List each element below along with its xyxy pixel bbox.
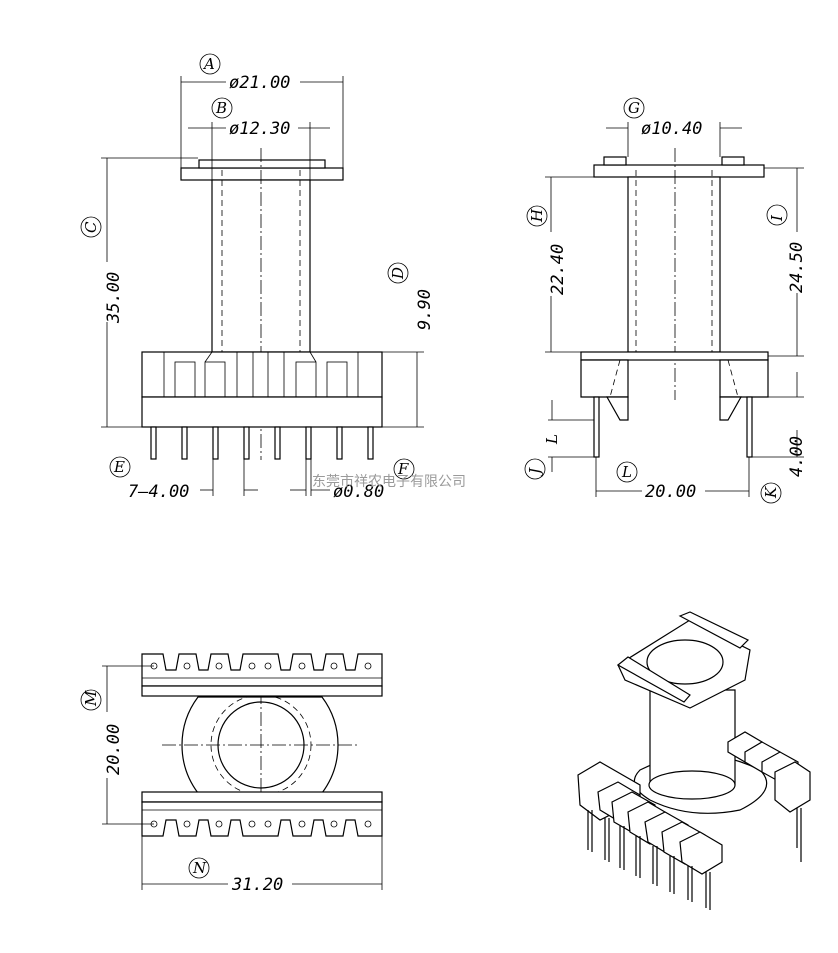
dim-core-dia: ø12.30 xyxy=(229,119,290,139)
iso-right-block xyxy=(727,731,811,813)
bottom-bottom-rail xyxy=(141,791,383,837)
front-view: ø21.00 A ø12.30 B 35.00 C 9.90 D 7–4.00 xyxy=(80,53,435,502)
side-core-tube xyxy=(627,176,721,353)
isometric-view xyxy=(577,611,811,910)
callout-H: H xyxy=(528,208,546,223)
callout-B: B xyxy=(215,99,227,117)
dim-pin-length: 4.00 xyxy=(787,436,807,477)
callout-M: M xyxy=(82,690,100,707)
front-top-flange xyxy=(180,167,344,181)
front-base-lower xyxy=(141,396,383,428)
side-base-right xyxy=(719,359,769,398)
callout-G: G xyxy=(628,99,640,117)
watermark: 东莞市祥农电子有限公司 xyxy=(312,473,466,490)
dim-bottom-width: 20.00 xyxy=(104,724,124,775)
callout-K: K xyxy=(762,486,780,499)
side-pin-left xyxy=(593,396,600,458)
dim-winding-height: 22.40 xyxy=(548,244,568,295)
dim-height: 35.00 xyxy=(104,272,124,324)
callout-L-small: L xyxy=(543,434,561,445)
callout-A: A xyxy=(202,55,215,73)
front-top-flange-lip xyxy=(198,159,326,169)
callout-D: D xyxy=(389,267,407,280)
iso-left-block xyxy=(577,761,723,875)
callout-N: N xyxy=(192,859,207,877)
side-view: ø10.40 G 22.40 H 24.50 I L J 20.00 xyxy=(524,97,807,504)
callout-L: L xyxy=(621,463,632,481)
dim-pin-dia: ø0.80 xyxy=(333,482,384,502)
dim-pin-pitch: 7–4.00 xyxy=(128,482,189,502)
side-top-flange xyxy=(593,164,765,178)
front-pins xyxy=(150,426,374,460)
side-pin-right xyxy=(746,396,753,458)
bottom-view: 20.00 M 31.20 N xyxy=(80,653,383,895)
side-base-plate xyxy=(580,351,769,361)
dim-base-height: 9.90 xyxy=(415,289,435,330)
iso-pins xyxy=(587,808,802,910)
callout-I: I xyxy=(768,214,786,222)
callout-E: E xyxy=(113,458,125,476)
side-base-left xyxy=(580,359,629,398)
dim-total-height: 24.50 xyxy=(787,242,807,293)
front-base xyxy=(141,351,383,398)
bottom-top-rail xyxy=(141,653,383,697)
dim-bottom-length: 31.20 xyxy=(231,875,283,895)
callout-J: J xyxy=(526,467,544,477)
dim-overall-dia: ø21.00 xyxy=(229,73,290,93)
callout-F: F xyxy=(397,460,409,478)
dim-row-spacing: 20.00 xyxy=(645,482,696,502)
callout-C: C xyxy=(82,221,100,233)
dim-side-core-dia: ø10.40 xyxy=(641,119,702,139)
